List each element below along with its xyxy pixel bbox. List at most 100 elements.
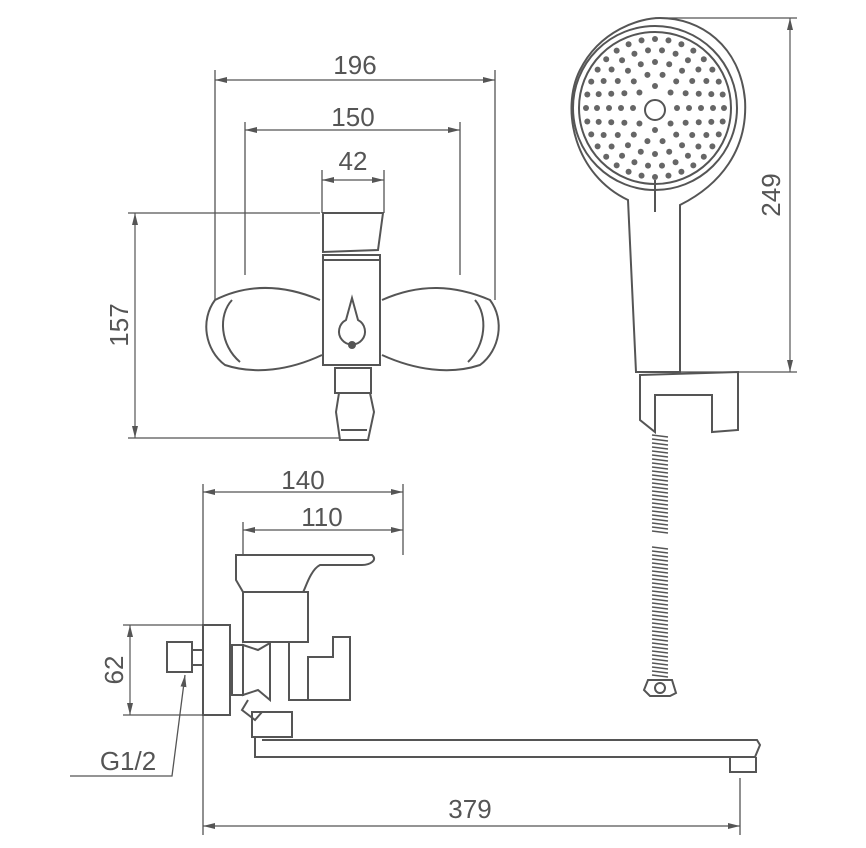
spray-nozzle [584, 91, 591, 98]
hose-coil [651, 590, 669, 594]
thread-label: G1/2 [100, 746, 156, 776]
hose-coil [651, 510, 669, 514]
spray-nozzle [715, 131, 722, 138]
spray-nozzle [644, 138, 651, 145]
shower-dimension: 249 [655, 17, 797, 373]
hose-coil [651, 666, 669, 670]
hose-coil [651, 502, 669, 506]
hose-coil [651, 438, 669, 442]
valve-body [322, 254, 381, 366]
spray-nozzle [625, 41, 632, 48]
hose-coil [651, 642, 669, 646]
hose-coil [651, 462, 669, 466]
spray-nozzle [708, 91, 715, 98]
spray-nozzle [652, 36, 658, 42]
spray-nozzle [636, 120, 643, 127]
hose-coil [651, 658, 669, 662]
hose-coil [651, 470, 669, 474]
spray-nozzle [645, 47, 652, 54]
spray-nozzle [703, 78, 710, 85]
spray-nozzle [715, 78, 722, 85]
spray-nozzle [600, 131, 607, 138]
spray-nozzle [667, 89, 674, 96]
spray-nozzle [721, 105, 727, 111]
dim-62: 62 [99, 656, 129, 685]
hose-coil [651, 582, 669, 586]
spray-nozzle [673, 78, 680, 85]
spray-nozzle [709, 143, 716, 150]
spray-nozzle [588, 78, 595, 85]
left-flange [205, 287, 323, 372]
spray-nozzle [652, 83, 658, 89]
spray-nozzle [621, 90, 628, 97]
hose-coil [651, 650, 669, 654]
spray-nozzle [652, 59, 658, 65]
spray-nozzle [709, 66, 716, 73]
spray-nozzle [624, 142, 631, 149]
hose-coil [651, 606, 669, 610]
lever-icon [338, 294, 366, 346]
hose-coil [651, 598, 669, 602]
hose-coil [651, 610, 669, 614]
spray-nozzle [600, 78, 607, 85]
dim-249: 249 [756, 173, 786, 216]
front-dimensions: 196 150 42 157 [104, 50, 496, 439]
spray-nozzle [672, 50, 679, 57]
spray-nozzle [630, 131, 637, 138]
hose-coil [651, 674, 669, 678]
hose-coil [651, 442, 669, 446]
dim-140: 140 [281, 465, 324, 495]
shower-holder [639, 370, 739, 435]
spray-nozzle [606, 105, 612, 111]
spray-nozzle [700, 56, 707, 63]
hose-coil [651, 518, 669, 522]
spray-nozzle [638, 37, 645, 44]
spray-nozzle [652, 174, 658, 180]
side-handle [235, 554, 376, 593]
spray-nozzle [595, 91, 602, 98]
spray-nozzle [719, 118, 726, 125]
dim-150: 150 [331, 102, 374, 132]
spray-nozzle [613, 162, 620, 169]
spray-nozzle [630, 78, 637, 85]
hose-coil [651, 546, 669, 550]
spray-nozzle [594, 143, 601, 150]
spray-nozzle [672, 159, 679, 166]
hose-coil [651, 566, 669, 570]
spray-nozzle [621, 119, 628, 126]
spray-nozzle [710, 105, 716, 111]
spray-nozzle [708, 118, 715, 125]
spray-nozzle [666, 61, 673, 68]
spray-nozzle [684, 57, 691, 64]
spray-nozzle [644, 71, 651, 78]
spray-nozzle [637, 61, 644, 68]
hose-coil [651, 662, 669, 666]
hose-coil [651, 634, 669, 638]
dim-157: 157 [104, 303, 134, 346]
spray-nozzle [625, 168, 632, 175]
hose-coil [651, 646, 669, 650]
hose-coil [651, 478, 669, 482]
dim-196: 196 [333, 50, 376, 80]
spout [254, 737, 762, 758]
spray-nozzle [652, 151, 658, 157]
spray-nozzle [667, 120, 674, 127]
spray-nozzle [695, 90, 702, 97]
spray-nozzle [619, 57, 626, 64]
spray-nozzle [682, 90, 689, 97]
hose-coil [651, 434, 669, 438]
spray-nozzle [631, 50, 638, 57]
hose-nut [642, 679, 678, 697]
diverter [288, 636, 351, 701]
hose-coil [651, 570, 669, 574]
spray-nozzle [603, 56, 610, 63]
spray-nozzle [689, 77, 696, 84]
spray-nozzle [703, 131, 710, 138]
spray-nozzle [679, 67, 686, 74]
front-view-faucet [205, 212, 500, 441]
right-flange [381, 287, 500, 372]
dim-42: 42 [339, 146, 368, 176]
hose-coil [651, 602, 669, 606]
spray-nozzle [630, 105, 636, 111]
